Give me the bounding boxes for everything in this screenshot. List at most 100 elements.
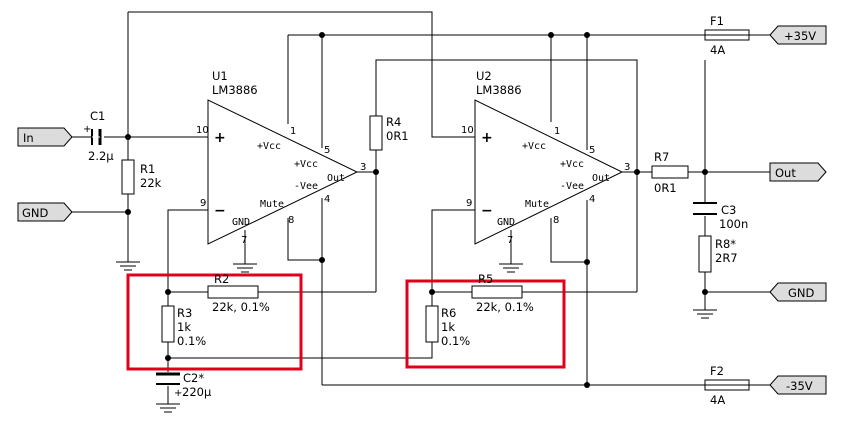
u1-pin-vcc: 1: [290, 126, 296, 137]
junction-dot: [165, 355, 171, 361]
fuse-f1: F1 4A: [704, 14, 750, 57]
u1-pin-in-plus: 10: [196, 125, 209, 136]
u2-label-gnd: GND: [497, 217, 515, 228]
wire: [128, 11, 475, 138]
u1-label-vcc2: +Vcc: [294, 159, 318, 170]
wires: [72, 11, 770, 404]
ground-symbols: [116, 261, 717, 413]
u1-label-out: Out: [327, 173, 345, 184]
junction-dot: [319, 32, 325, 38]
highlight-boxes: [126, 273, 566, 371]
capacitor-c1: C1 + 2.2µ: [83, 109, 114, 163]
u1-label-vcc: +Vcc: [257, 141, 281, 152]
r2-ref: R2: [214, 272, 229, 286]
c1-ref: C1: [90, 109, 105, 123]
fuse-f2: F2 4A: [704, 364, 750, 407]
wire: [167, 209, 208, 292]
u2-pin-vee: 4: [589, 194, 595, 205]
capacitor-c2: C2* + 220µ: [156, 371, 212, 399]
u2-label-vcc: +Vcc: [522, 141, 546, 152]
u2-pin-in-plus: 10: [461, 125, 474, 136]
f1-ref: F1: [710, 14, 724, 28]
u2-label-vcc2: +Vcc: [560, 159, 584, 170]
u2-pin-vcc2: 5: [589, 145, 595, 156]
resistor-r2: R2 22k, 0.1%: [207, 272, 270, 314]
u1-label-gnd: GND: [232, 217, 250, 228]
u1-pin-out: 3: [360, 162, 366, 173]
junction-dot: [125, 209, 131, 215]
junctions: [125, 32, 708, 388]
wire: [287, 218, 322, 261]
resistor-r8: R8* 2R7: [698, 235, 738, 273]
port-gnd-right-label: GND: [788, 286, 815, 300]
c2-value: 220µ: [182, 385, 212, 399]
opamp-u1: U1 LM3886 + − 10 9 1 5 3 4 8 7 +Vcc +Vcc…: [196, 69, 366, 246]
port-out-label: Out: [775, 166, 796, 180]
u2-pin-mute: 8: [553, 215, 559, 226]
ground-icon: [156, 403, 180, 413]
wire: [375, 59, 638, 172]
port-in-label: In: [23, 131, 34, 145]
c1-polarity: +: [83, 124, 91, 135]
junction-dot: [125, 134, 131, 140]
r5-ref: R5: [478, 272, 493, 286]
r1-value: 22k: [140, 176, 162, 190]
junction-dot: [429, 289, 435, 295]
junction-dot: [634, 169, 640, 175]
u2-label-out: Out: [592, 173, 610, 184]
resistor-r6: R6 1k 0.1%: [425, 305, 470, 348]
u2-pin-vcc: 1: [554, 126, 560, 137]
c3-value: 100n: [719, 217, 748, 231]
r1-ref: R1: [140, 162, 155, 176]
junction-dot: [702, 289, 708, 295]
junction-dot: [584, 259, 590, 265]
u1-label-mute: Mute: [260, 199, 284, 210]
r8-value: 2R7: [715, 251, 738, 265]
junction-dot: [165, 289, 171, 295]
capacitor-c3: C3 100n: [693, 202, 748, 231]
u2-label-mute: Mute: [525, 199, 549, 210]
u2-pin-out: 3: [624, 162, 630, 173]
r7-ref: R7: [654, 150, 669, 164]
u2-label-vee: -Vee: [560, 181, 584, 192]
r6-ref: R6: [441, 306, 456, 320]
resistor-r5: R5 22k, 0.1%: [471, 272, 534, 314]
u1-label-vee: -Vee: [294, 181, 318, 192]
highlight-box-u2-feedback: [405, 279, 566, 369]
opamp-u2: U2 LM3886 + − 10 9 1 5 3 4 8 7 +Vcc +Vcc…: [461, 69, 630, 246]
port-in: In: [17, 127, 73, 147]
r2-value: 22k, 0.1%: [212, 300, 270, 314]
ground-icon: [116, 261, 140, 271]
junction-dot: [548, 32, 554, 38]
u1-pin-mute: 8: [288, 215, 294, 226]
port-vneg: -35V: [769, 375, 827, 395]
r5-value: 22k, 0.1%: [476, 300, 534, 314]
r4-value: 0R1: [386, 129, 409, 143]
wire: [168, 342, 433, 359]
junction-dot: [319, 257, 325, 263]
u2-ref: U2: [476, 69, 492, 83]
u2-pin-gnd: 7: [507, 235, 513, 246]
u1-pin-in-minus: 9: [200, 198, 206, 209]
junction-dot: [373, 169, 379, 175]
u1-pin-gnd: 7: [241, 235, 247, 246]
port-vpos: +35V: [769, 25, 827, 45]
resistor-r3: R3 1k 0.1%: [161, 305, 206, 348]
ground-icon: [233, 263, 257, 273]
junction-dot: [584, 32, 590, 38]
r4-ref: R4: [386, 115, 401, 129]
port-out: Out: [769, 162, 827, 182]
ground-icon: [499, 263, 523, 273]
u1-part: LM3886: [212, 83, 258, 97]
u1-pin-vee: 4: [324, 194, 330, 205]
ground-icon: [693, 309, 717, 319]
resistor-r4: R4 0R1: [369, 115, 409, 151]
junction-dot: [584, 382, 590, 388]
c2-ref: C2*: [183, 371, 204, 385]
u1-ref: U1: [212, 69, 228, 83]
u2-pin-in-minus: 9: [466, 198, 472, 209]
port-vpos-label: +35V: [784, 29, 816, 43]
r6-value: 1k: [441, 320, 455, 334]
resistor-r7: R7 0R1: [651, 150, 689, 195]
